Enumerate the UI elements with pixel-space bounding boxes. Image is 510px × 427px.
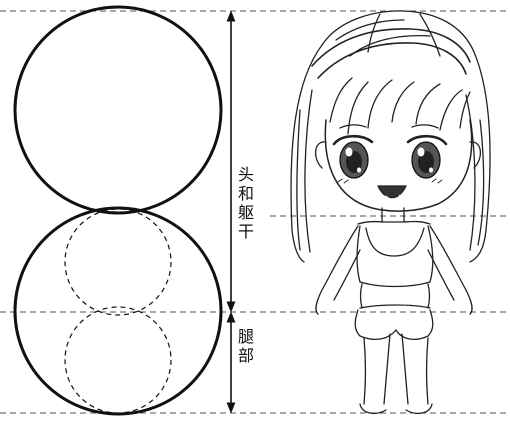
body-circle: [13, 206, 223, 416]
head-circle: [13, 5, 223, 215]
hair-top: [321, 10, 475, 53]
hair-right-outline: [469, 51, 491, 263]
right-arm: [429, 225, 473, 315]
mouth: [377, 185, 407, 199]
proportion-circles: [13, 5, 223, 416]
torso-dashed-circle: [64, 208, 172, 316]
chibi-girl-illustration: [290, 10, 491, 415]
label-head-and-torso: 头和躯干: [236, 165, 256, 241]
headband: [311, 28, 471, 67]
right-leg: [401, 333, 409, 405]
tank-top: [357, 220, 431, 225]
left-eye: [332, 134, 374, 179]
shorts: [359, 304, 431, 309]
right-eye: [406, 134, 448, 179]
left-leg: [363, 337, 367, 405]
legs-dashed-circle: [64, 306, 172, 414]
left-arm: [315, 225, 359, 315]
face-outline: [324, 119, 473, 212]
label-legs: 腿部: [236, 327, 256, 365]
hair-left-outline: [290, 44, 323, 263]
